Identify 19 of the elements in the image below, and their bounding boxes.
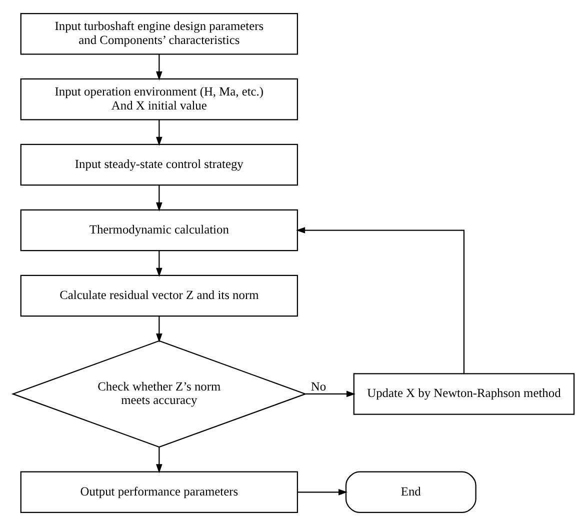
node-box: Update X by Newton-Raphson method [353, 372, 575, 414]
arrow [306, 390, 356, 397]
node-box: Input turboshaft engine design parameters and Components’ characteristics [20, 12, 298, 54]
edge-label: No [310, 378, 326, 393]
node-box: Calculate residual vector Z and its norm [20, 274, 298, 316]
node-box: End [345, 470, 476, 513]
node-diamond: Check whether Z’s norm meets accuracy [11, 340, 308, 448]
node-box: Input steady-state control strategy [20, 143, 298, 186]
arrow [156, 446, 162, 473]
arrow [156, 316, 162, 342]
arrow [156, 119, 162, 146]
arrow [298, 488, 348, 495]
arrow [156, 250, 162, 276]
arrow [156, 54, 162, 80]
arrow [296, 226, 465, 374]
arrow [156, 184, 162, 211]
node-box: Output performance parameters [20, 470, 298, 513]
node-box: Input operation environment (H, Ma, etc.) And X initial value [20, 78, 298, 120]
node-box: Thermodynamic calculation [20, 208, 298, 251]
